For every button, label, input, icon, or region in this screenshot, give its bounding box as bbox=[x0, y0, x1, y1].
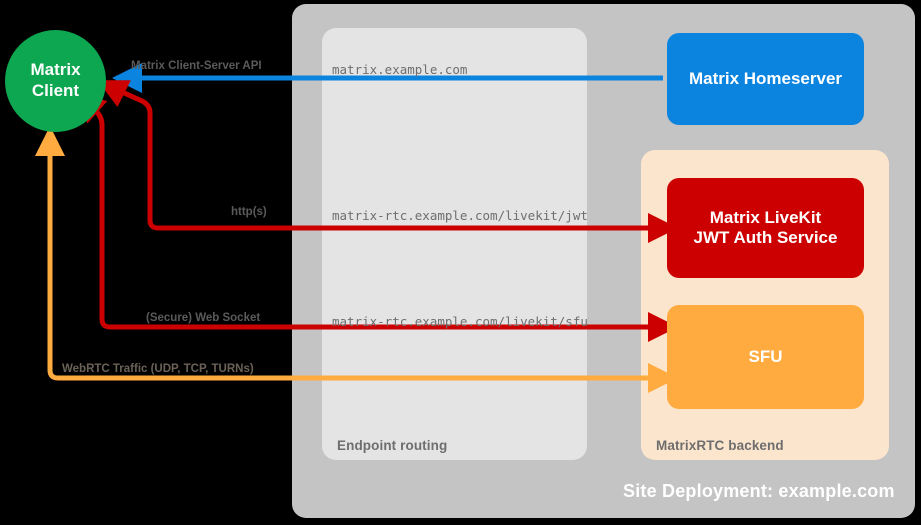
endpoint-routing-label: Endpoint routing bbox=[337, 438, 448, 453]
matrix-homeserver-label: Matrix Homeserver bbox=[688, 68, 843, 88]
sfu-label: SFU bbox=[748, 346, 783, 366]
node-sfu[interactable]: SFU bbox=[667, 305, 864, 409]
site-deployment-label: Site Deployment: example.com bbox=[623, 481, 895, 501]
matrix-client-label-line2: Client bbox=[31, 81, 80, 100]
jwt-auth-label-line1: Matrix LiveKit bbox=[709, 207, 822, 227]
protocol-label-webrtc: WebRTC Traffic (UDP, TCP, TURNs) bbox=[62, 363, 254, 375]
protocol-label-client-server-api: Matrix Client-Server API bbox=[131, 60, 262, 72]
matrixrtc-backend-label: MatrixRTC backend bbox=[656, 438, 784, 453]
node-matrix-homeserver[interactable]: Matrix Homeserver bbox=[667, 33, 864, 125]
node-jwt-auth-service[interactable]: Matrix LiveKit JWT Auth Service bbox=[667, 178, 864, 278]
wire-webrtc-sfu bbox=[35, 125, 679, 393]
endpoint-label-jwt: matrix-rtc.example.com/livekit/jwt bbox=[332, 208, 588, 223]
wire-https-jwt bbox=[97, 79, 679, 243]
endpoint-label-matrix: matrix.example.com bbox=[332, 62, 468, 77]
node-matrix-client[interactable]: Matrix Client bbox=[5, 30, 106, 132]
endpoint-label-sfu: matrix-rtc.example.com/livekit/sfu bbox=[332, 314, 588, 329]
matrix-client-label-line1: Matrix bbox=[30, 60, 81, 80]
protocol-label-websocket: (Secure) Web Socket bbox=[146, 312, 261, 324]
jwt-auth-label-line2: JWT Auth Service bbox=[693, 228, 838, 247]
endpoint-routing-container bbox=[322, 28, 587, 460]
protocol-label-https: http(s) bbox=[231, 206, 267, 218]
